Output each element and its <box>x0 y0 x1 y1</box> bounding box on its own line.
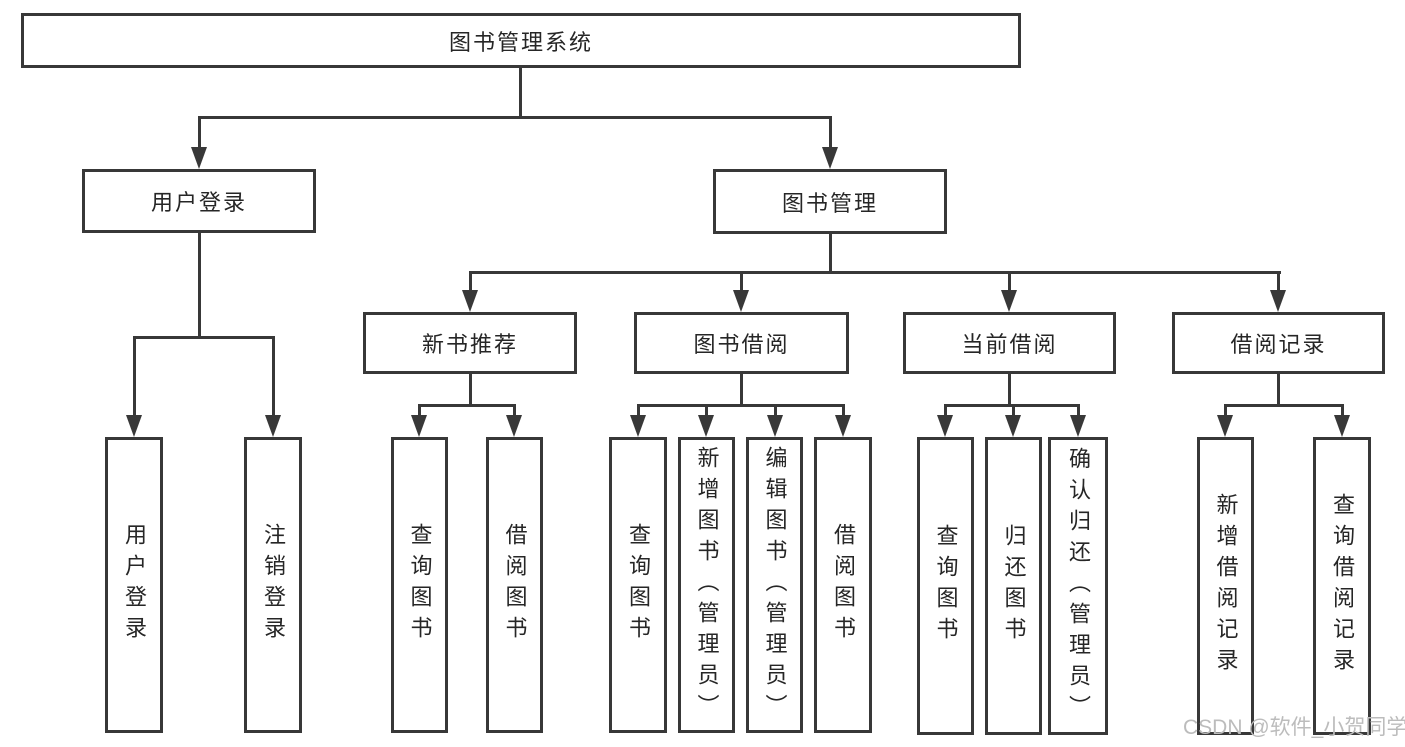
node-label: 借阅图书 <box>502 523 528 647</box>
connector-shaft <box>740 273 743 293</box>
connector-shaft <box>198 118 201 150</box>
leaf-user-login: 用户登录 <box>105 437 163 733</box>
leaf-query-book-recommend: 查询图书 <box>391 437 448 733</box>
connector-shaft <box>774 406 777 417</box>
leaf-borrow-book-recommend: 借阅图书 <box>486 437 543 733</box>
connector-rail <box>418 404 516 407</box>
leaf-return-book: 归还图书 <box>985 437 1042 735</box>
node-label: 借阅记录 <box>1230 332 1327 357</box>
connector-shaft <box>1008 273 1011 293</box>
connector-shaft <box>272 338 275 418</box>
arrow-down <box>630 415 646 437</box>
connector-rail <box>944 404 1080 407</box>
arrow-down <box>822 147 838 169</box>
connector-stem <box>469 374 472 406</box>
leaf-add-borrow-record: 新增借阅记录 <box>1197 437 1254 735</box>
node-label: 新书推荐 <box>421 332 518 357</box>
node-system-root: 图书管理系统 <box>21 13 1021 68</box>
arrow-down <box>1070 415 1086 437</box>
arrow-down <box>733 290 749 312</box>
leaf-query-book-current: 查询图书 <box>917 437 974 735</box>
leaf-query-borrow-record: 查询借阅记录 <box>1313 437 1371 735</box>
connector-stem <box>1277 374 1280 406</box>
connector-userlogin-stem <box>198 233 201 339</box>
connector-shaft <box>1012 406 1015 417</box>
arrow-down <box>506 415 522 437</box>
node-label: 查询图书 <box>626 523 651 647</box>
node-label: 查询图书 <box>407 523 433 647</box>
connector-shaft <box>133 338 136 418</box>
leaf-query-book-borrow: 查询图书 <box>609 437 667 733</box>
connector-rail <box>637 404 845 407</box>
node-label: 查询借阅记录 <box>1330 493 1355 679</box>
connector-rail <box>1224 404 1344 407</box>
node-user-login: 用户登录 <box>82 169 316 233</box>
connector-root-stem <box>519 68 522 118</box>
node-book-management: 图书管理 <box>713 169 947 234</box>
node-label: 用户登录 <box>150 190 247 215</box>
arrow-down <box>191 147 207 169</box>
node-label: 确认归还（管理员） <box>1066 446 1091 726</box>
connector-shaft <box>1341 406 1344 417</box>
arrow-down <box>1270 290 1286 312</box>
node-book-borrow: 图书借阅 <box>634 312 849 374</box>
arrow-down <box>265 415 281 437</box>
node-borrow-records: 借阅记录 <box>1172 312 1385 374</box>
connector-shaft <box>469 273 472 293</box>
arrow-down <box>698 415 714 437</box>
connector-shaft <box>1277 273 1280 293</box>
node-label: 编辑图书（管理员） <box>762 445 788 725</box>
node-label: 用户登录 <box>122 523 147 647</box>
connector-shaft <box>637 406 640 417</box>
connector-shaft <box>705 406 708 417</box>
connector-shaft <box>1077 406 1080 417</box>
node-label: 注销登录 <box>261 523 286 647</box>
node-label: 图书借阅 <box>693 332 790 357</box>
node-label: 图书管理系统 <box>448 29 593 55</box>
node-current-borrow: 当前借阅 <box>903 312 1116 374</box>
node-new-book-recommend: 新书推荐 <box>363 312 577 374</box>
connector-shaft <box>513 406 516 417</box>
connector-stem <box>740 374 743 406</box>
connector-shaft <box>842 406 845 417</box>
connector-level2-rail <box>198 116 832 119</box>
connector-shaft <box>1224 406 1227 417</box>
connector-shaft <box>418 406 421 417</box>
connector-stem <box>1008 374 1011 406</box>
connector-level3-rail <box>469 271 1281 274</box>
node-label: 图书管理 <box>781 190 878 216</box>
node-label: 归还图书 <box>1001 524 1027 648</box>
arrow-down <box>1334 415 1350 437</box>
leaf-add-book-admin: 新增图书（管理员） <box>678 437 735 733</box>
arrow-down <box>1005 415 1021 437</box>
leaf-borrow-book: 借阅图书 <box>814 437 872 733</box>
node-label: 新增借阅记录 <box>1213 493 1239 679</box>
leaf-edit-book-admin: 编辑图书（管理员） <box>746 437 803 733</box>
leaf-confirm-return-admin: 确认归还（管理员） <box>1048 437 1108 735</box>
arrow-down <box>126 415 142 437</box>
node-label: 查询图书 <box>933 524 959 648</box>
arrow-down <box>462 290 478 312</box>
arrow-down <box>937 415 953 437</box>
csdn-watermark: CSDN @软件_小贺同学 <box>1183 716 1405 739</box>
connector-shaft <box>944 406 947 417</box>
connector-bookmgmt-stem <box>829 234 832 274</box>
leaf-logout: 注销登录 <box>244 437 302 733</box>
arrow-down <box>411 415 427 437</box>
arrow-down <box>1001 290 1017 312</box>
arrow-down <box>1217 415 1233 437</box>
connector-shaft <box>829 118 832 150</box>
node-label: 借阅图书 <box>831 523 856 647</box>
node-label: 当前借阅 <box>961 332 1058 357</box>
connector-userlogin-rail <box>133 336 275 339</box>
arrow-down <box>767 415 783 437</box>
arrow-down <box>835 415 851 437</box>
node-label: 新增图书（管理员） <box>694 445 720 725</box>
